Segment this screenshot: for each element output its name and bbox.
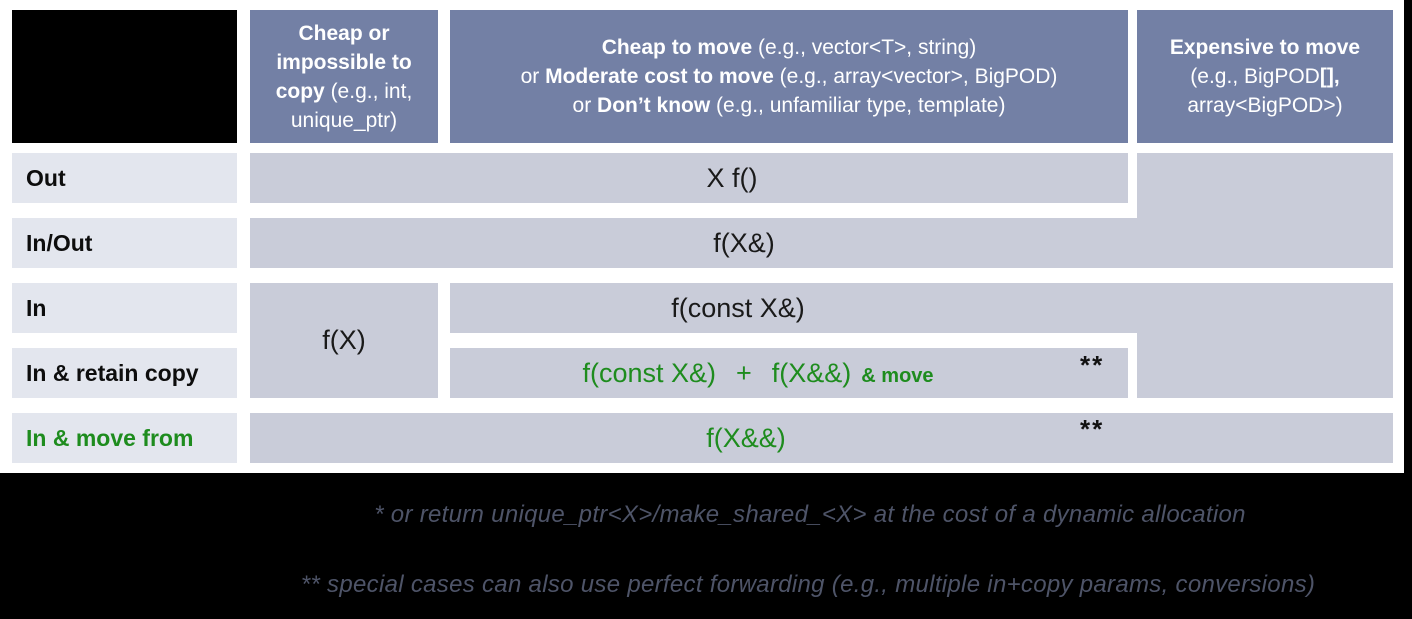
header-cheap-move-l2-prefix: or	[520, 65, 546, 88]
header-expensive-move-l2b: [],	[1319, 65, 1340, 88]
right-edge-band	[1404, 0, 1412, 619]
footnote-marker-retain: **	[1080, 350, 1105, 380]
formula-out: X f()	[706, 163, 758, 193]
row-label-in: In	[12, 283, 237, 333]
footnote-dynamic-allocation: * or return unique_ptr<X>/make_shared_<X…	[374, 501, 1246, 528]
cell-pass-by-value	[250, 283, 438, 398]
header-cheap-move-l3-prefix: or	[572, 94, 598, 117]
formula-retain-copy-constref: f(const X&)	[582, 358, 716, 388]
header-cheap-move-l3-rest: (e.g., unfamiliar type, template)	[710, 94, 1006, 117]
row-label-move-from: In & move from	[12, 413, 237, 463]
cell-out-return-by-value	[250, 153, 1128, 203]
cell-expensive-out-extension	[1137, 153, 1393, 268]
header-cheap-copy-rest: (e.g., int, unique_ptr)	[290, 79, 413, 132]
header-cheap-move-l1-bold: Cheap to move	[601, 36, 753, 59]
header-cheap-move: Cheap to move (e.g., vector<T>, string) …	[450, 10, 1128, 143]
header-cheap-move-l2-rest: (e.g., array<vector>, BigPOD)	[773, 65, 1058, 88]
cell-inout	[250, 218, 1137, 268]
formula-retain-copy: f(const X&) + f(X&&) & move	[582, 348, 933, 401]
cell-move-from	[250, 413, 1393, 463]
plus-sign: +	[736, 358, 752, 388]
footnote-marker-move: **	[1080, 414, 1105, 444]
header-expensive-move-l2a: (e.g., BigPOD	[1190, 65, 1320, 88]
formula-move-from: f(X&&)	[706, 423, 786, 453]
formula-inout: f(X&)	[713, 228, 775, 258]
header-cheap-move-l1-rest: (e.g., vector<T>, string)	[752, 36, 977, 59]
formula-in-const-ref: f(const X&)	[671, 293, 805, 323]
header-cheap-copy-bold: Cheap or impossible to copy	[275, 21, 412, 103]
formula-pass-by-value: f(X)	[322, 325, 366, 355]
formula-retain-copy-and-move: & move	[861, 365, 934, 387]
cell-expensive-in-extension	[1137, 283, 1393, 398]
header-cheap-copy: Cheap or impossible to copy (e.g., int, …	[250, 10, 438, 143]
row-label-retain-copy: In & retain copy	[12, 348, 237, 398]
formula-retain-copy-rvalue: f(X&&)	[771, 358, 852, 388]
header-expensive-move-l3: array<BigPOD>)	[1187, 94, 1343, 117]
footnote-perfect-forwarding: ** special cases can also use perfect fo…	[300, 571, 1316, 598]
header-expensive-move-l1: Expensive to move	[1169, 36, 1361, 59]
header-cheap-move-l3-bold: Don’t know	[597, 94, 711, 117]
row-label-out: Out	[12, 153, 237, 203]
header-cheap-move-l2-bold: Moderate cost to move	[545, 65, 774, 88]
footer-band	[0, 473, 1412, 619]
cell-in-const-ref	[450, 283, 1137, 333]
header-expensive-move: Expensive to move (e.g., BigPOD[], array…	[1137, 10, 1393, 143]
row-label-inout: In/Out	[12, 218, 237, 268]
cell-retain-copy	[450, 348, 1128, 398]
corner-box	[12, 10, 237, 143]
